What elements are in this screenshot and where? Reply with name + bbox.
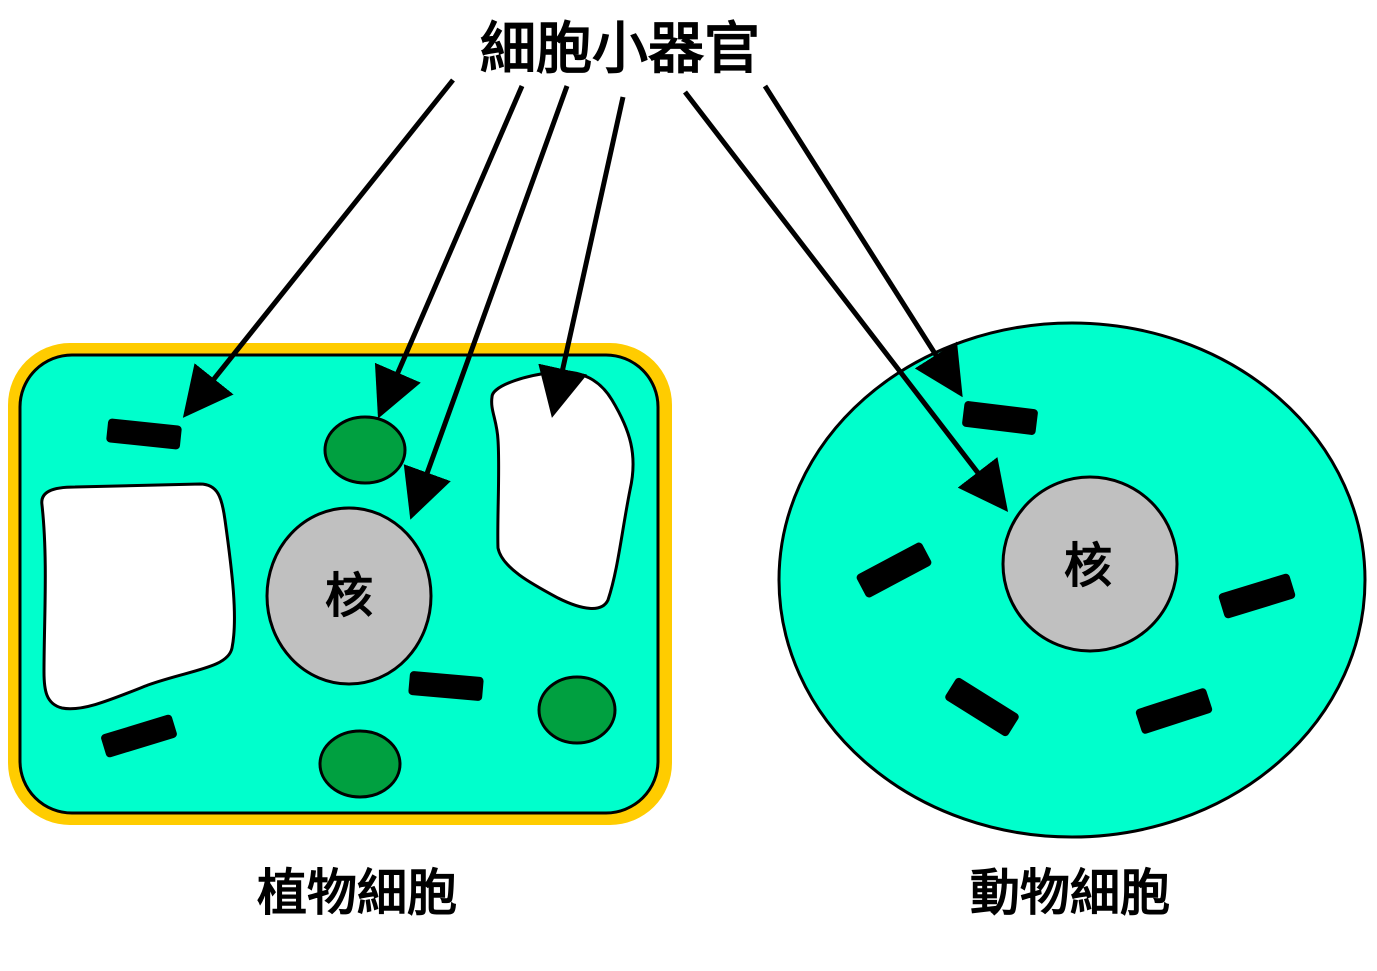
chloroplast: [537, 675, 617, 745]
arrow: [374, 85, 525, 419]
chloroplast: [323, 415, 407, 485]
animal-cell-label: 動物細胞: [970, 864, 1170, 922]
plant-cell: 核 植物細胞: [8, 343, 672, 922]
plant-nucleus: [265, 506, 433, 686]
arrow: [403, 85, 570, 520]
pointer-arrows: [182, 78, 1009, 520]
arrow: [683, 90, 1009, 512]
mitochondrion: [856, 542, 932, 598]
chloroplast: [318, 729, 402, 799]
plant-cell-label: 植物細胞: [257, 864, 457, 922]
animal-nucleus-label: 核: [1064, 538, 1112, 594]
animal-nucleus: [1001, 475, 1179, 653]
arrow: [538, 96, 626, 418]
arrow: [762, 84, 963, 398]
mitochondrion: [408, 671, 484, 701]
mitochondrion: [1135, 688, 1213, 734]
mitochondrion: [101, 714, 177, 758]
mitochondrion: [1218, 573, 1296, 619]
plant-vacuole-left: [40, 482, 236, 711]
mitochondrion: [962, 401, 1038, 435]
mitochondrion: [945, 677, 1019, 737]
plant-nucleus-label: 核: [325, 568, 373, 624]
arrow: [182, 78, 455, 418]
mitochondrion: [106, 418, 182, 450]
animal-cell: 核 動物細胞: [777, 321, 1367, 922]
organelles-title: 細胞小器官: [480, 17, 760, 82]
